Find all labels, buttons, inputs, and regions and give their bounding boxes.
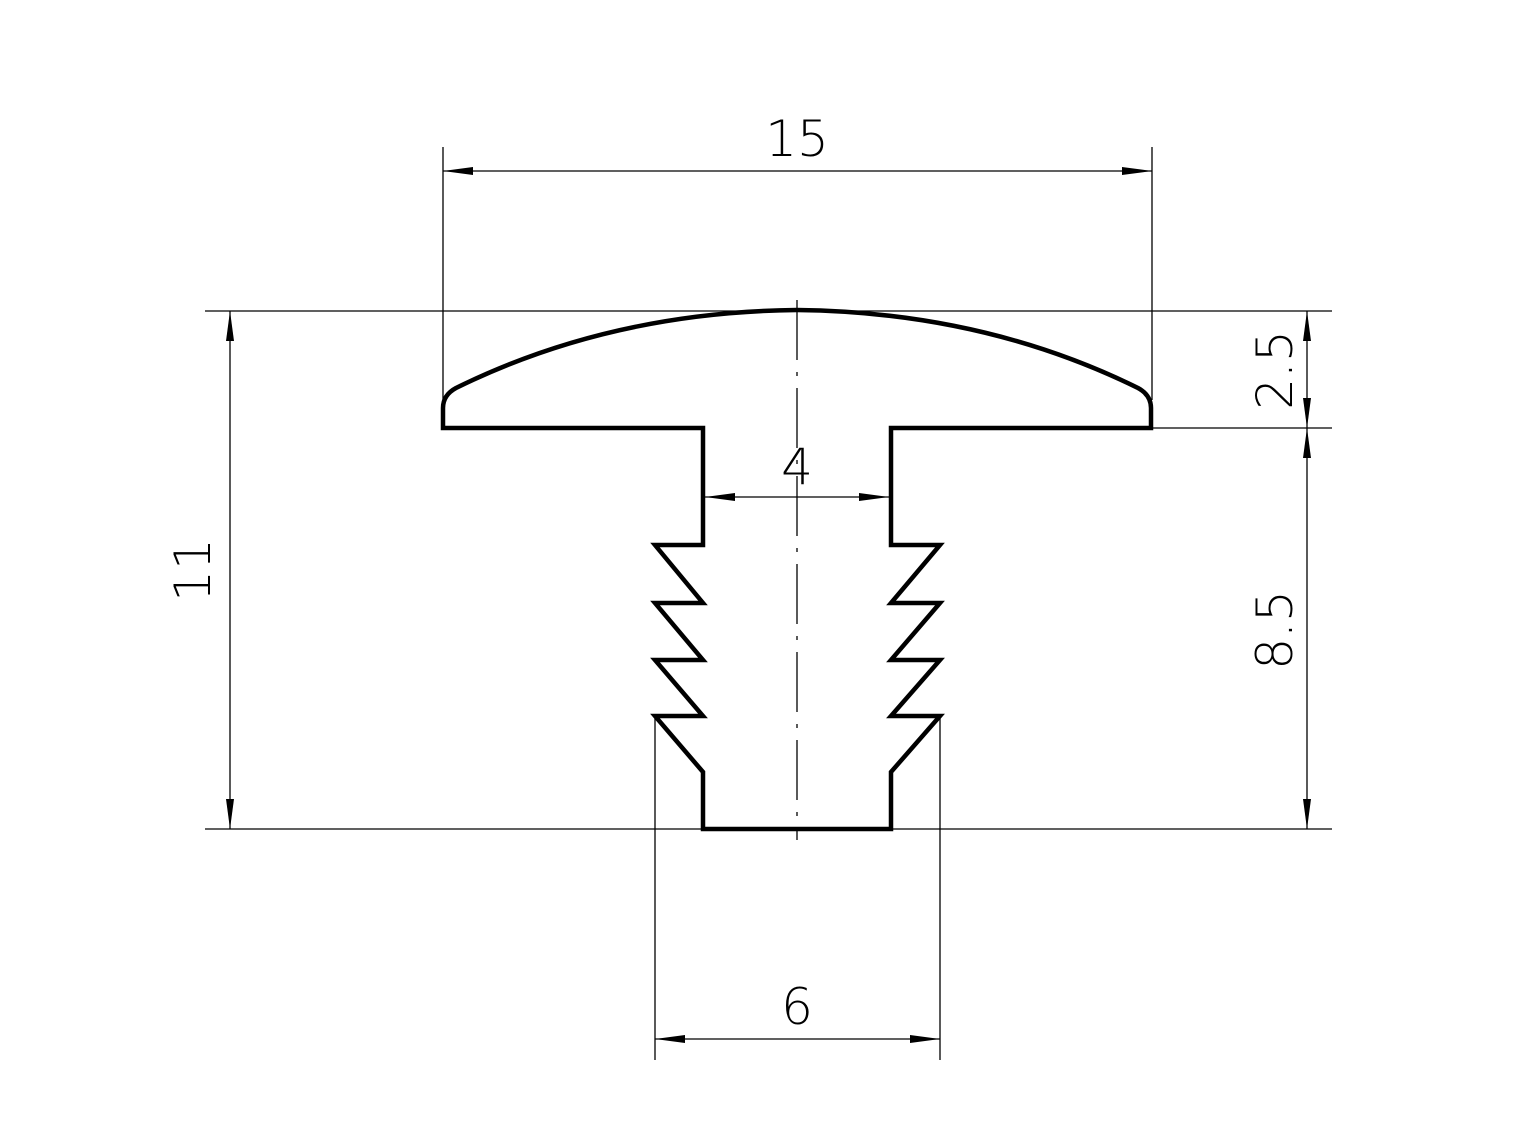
dimension-15: 15 (443, 110, 1152, 175)
dimension-6: 6 (655, 978, 940, 1043)
dim-label-8-5: 8.5 (1246, 590, 1304, 670)
dim-label-11: 11 (164, 538, 222, 602)
dim-label-6: 6 (781, 978, 813, 1036)
dim-label-2-5: 2.5 (1246, 330, 1304, 410)
profile-outline (440, 307, 1154, 832)
dim-label-4: 4 (781, 438, 813, 496)
dimension-11: 11 (164, 311, 234, 829)
extension-lines (205, 147, 1332, 1060)
dimension-2-5: 2.5 (1246, 311, 1311, 428)
dimension-8-5: 8.5 (1246, 428, 1311, 829)
dim-label-15: 15 (765, 110, 829, 168)
dimension-4: 4 (705, 438, 889, 501)
